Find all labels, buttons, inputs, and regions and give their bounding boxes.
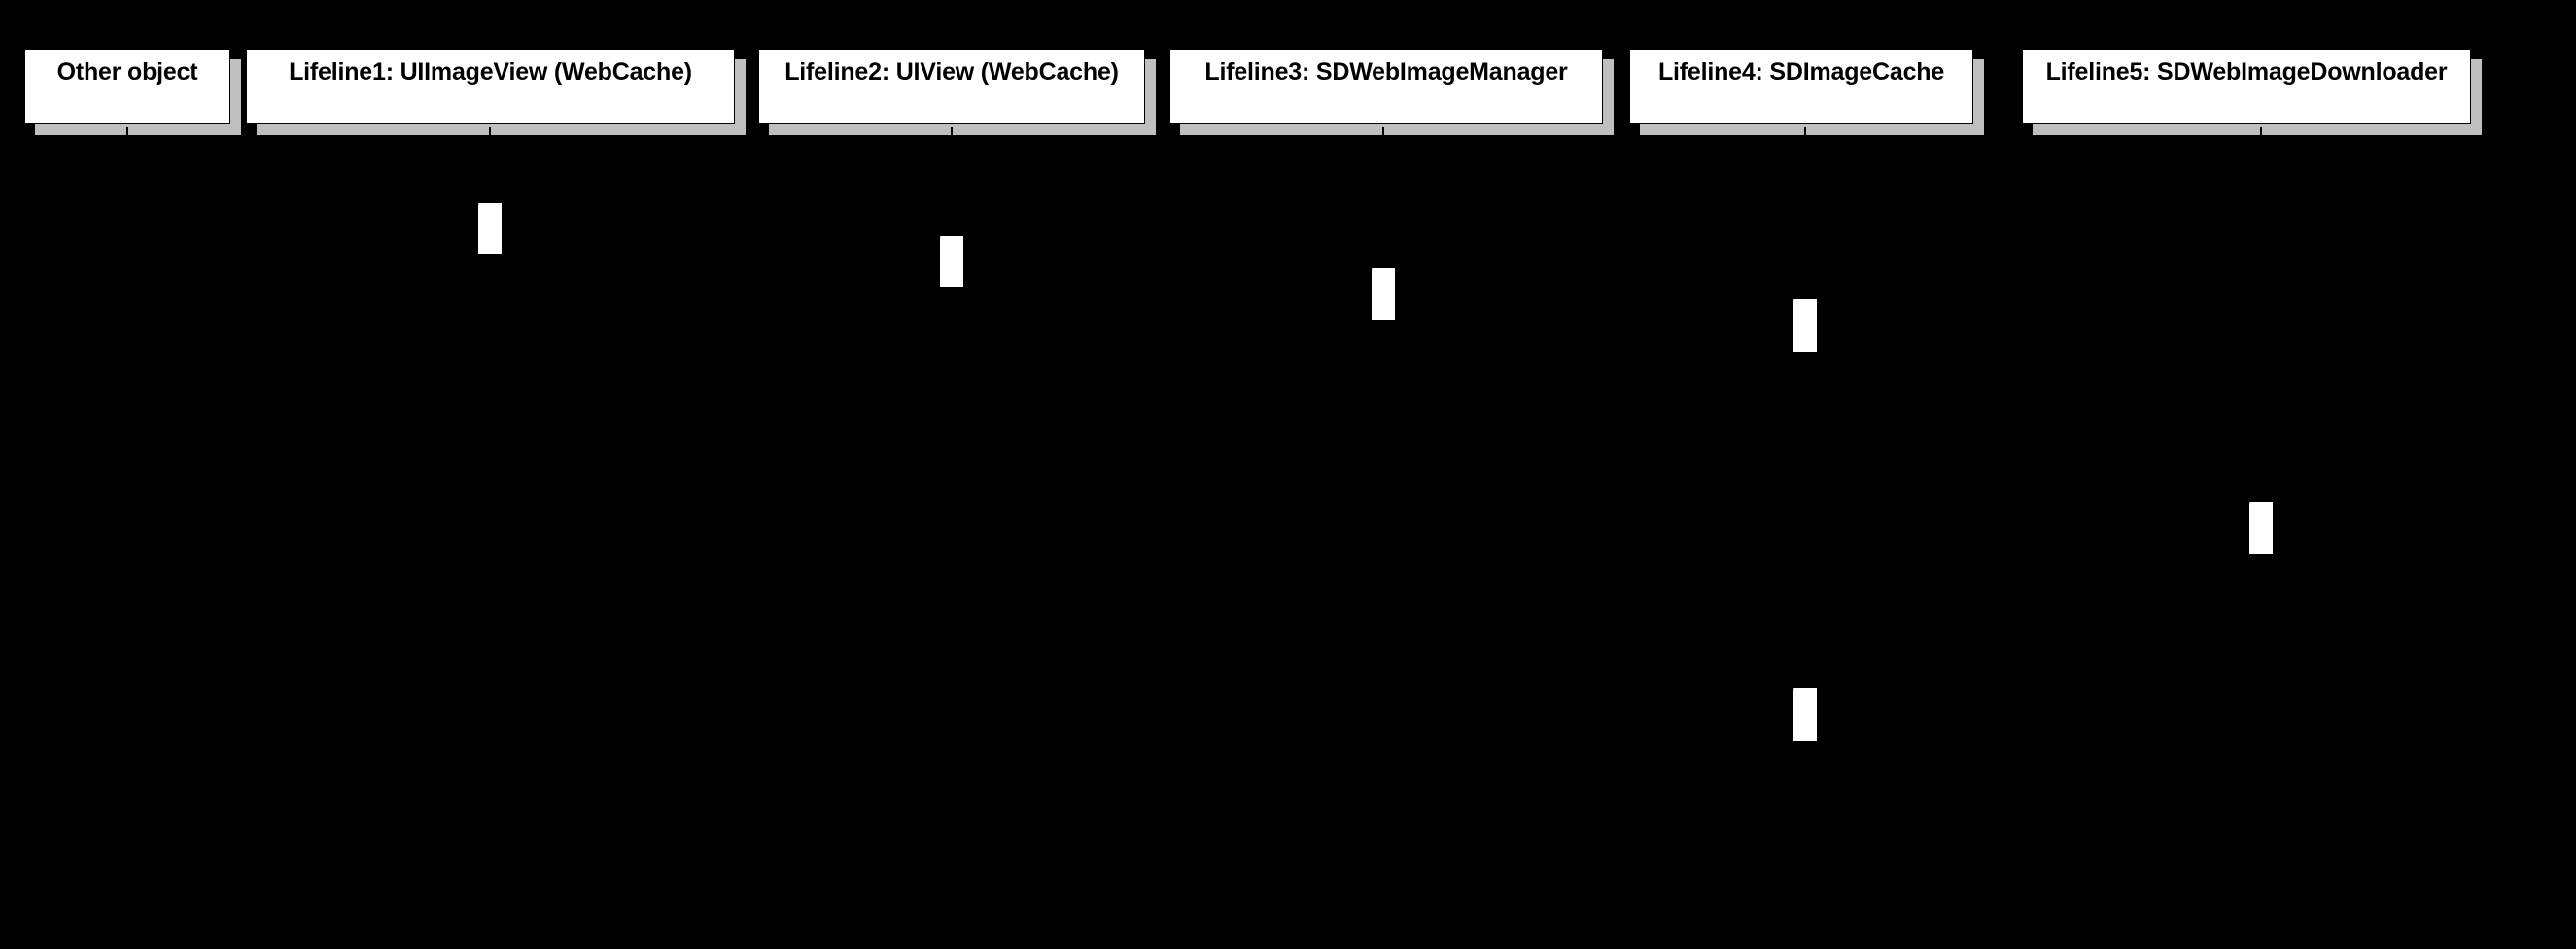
activation-bar[interactable] xyxy=(1793,688,1817,741)
message-label: 3: downloadImageWithURL:options:progress… xyxy=(977,243,1464,264)
lifeline-stem xyxy=(951,136,953,933)
arrow-head-icon xyxy=(1360,264,1373,275)
lifeline-header-label: Lifeline5: SDWebImageDownloader xyxy=(2045,58,2448,86)
message-label: 9: storeImage:recalculateFromImage:image… xyxy=(1409,663,1953,685)
message-arrow[interactable] xyxy=(1395,497,2250,509)
arrow-head-icon xyxy=(962,773,975,785)
lifeline-tick xyxy=(489,127,491,136)
activation-bar[interactable] xyxy=(1372,268,1395,320)
lifeline-header-label: Other object xyxy=(56,58,198,86)
activation-bar[interactable] xyxy=(2249,502,2273,554)
message-label: 8: completedBlock(image, data, error, fi… xyxy=(1497,570,1899,591)
arrow-head-icon xyxy=(467,198,479,210)
message-self-arrow[interactable] xyxy=(1817,347,1876,359)
message-return-arrow[interactable] xyxy=(962,773,1395,785)
message-return-arrow[interactable] xyxy=(126,880,478,892)
message-label: 2: setImageWithURL:placeholderImage:opti… xyxy=(515,211,1104,232)
message-label: 1: setImageWithURL:placeholderImage: xyxy=(141,178,486,199)
message-return-arrow[interactable] xyxy=(1394,404,1793,415)
message-arrow[interactable] xyxy=(963,264,1373,275)
message-arrow[interactable] xyxy=(1395,295,1794,306)
lifeline-tick xyxy=(126,127,128,136)
activation-bar[interactable] xyxy=(940,236,963,287)
message-label: 6: doneBlock(image, cacheType) xyxy=(1429,383,1713,404)
message-arrow[interactable] xyxy=(127,198,479,210)
message-label: 12: setNeedsLayout xyxy=(224,860,397,881)
message-return-arrow[interactable] xyxy=(1394,590,2249,602)
lifeline-header-label: Lifeline1: UIImageView (WebCache) xyxy=(289,58,692,86)
message-label: 10: completedBlock(image, error, cacheTy… xyxy=(977,753,1479,774)
lifeline-stem xyxy=(489,136,491,933)
lifeline-header-label: Lifeline3: SDWebImageManager xyxy=(1204,58,1568,86)
message-label: 5: imageFromMemoryCacheForKey: xyxy=(1830,327,2145,348)
arrow-head-icon xyxy=(1863,347,1876,359)
message-label: 11: setImage: xyxy=(642,811,758,832)
arrow-head-icon xyxy=(1782,684,1794,695)
lifeline-header-box[interactable]: Lifeline4: SDImageCache xyxy=(1629,49,1973,124)
lifeline-tick xyxy=(1804,127,1806,136)
lifeline-header-box[interactable]: Lifeline5: SDWebImageDownloader xyxy=(2022,49,2471,124)
lifeline-tick xyxy=(1382,127,1384,136)
arrow-head-icon xyxy=(1394,590,1407,602)
arrow-head-icon xyxy=(501,831,513,843)
lifeline-tick xyxy=(951,127,953,136)
message-arrow[interactable] xyxy=(502,231,941,243)
lifeline-header-label: Lifeline4: SDImageCache xyxy=(1657,58,1945,86)
message-return-arrow[interactable] xyxy=(501,831,940,843)
lifeline-stem xyxy=(1804,136,1806,933)
arrow-head-icon xyxy=(1394,404,1407,415)
lifeline-stem xyxy=(1382,136,1384,933)
lifeline-header-label: Lifeline2: UIView (WebCache) xyxy=(784,58,1119,86)
activation-bar[interactable] xyxy=(478,203,502,254)
lifeline-header-box[interactable]: Lifeline3: SDWebImageManager xyxy=(1169,49,1603,124)
activation-bar[interactable] xyxy=(1793,299,1817,352)
lifeline-header-box[interactable]: Other object xyxy=(24,49,230,124)
lifeline-header-box[interactable]: Lifeline1: UIImageView (WebCache) xyxy=(246,49,735,124)
arrow-head-icon xyxy=(2238,497,2250,509)
message-label: 4: queryDiskCacheForKey:done: xyxy=(1409,274,1690,296)
lifeline-tick xyxy=(2260,127,2262,136)
arrow-head-icon xyxy=(126,880,139,892)
message-label: 7: downloadImageWithURL:options:progress… xyxy=(1429,476,1916,498)
message-arrow[interactable] xyxy=(1395,684,1794,695)
lifeline-stem xyxy=(126,136,128,933)
lifeline-header-box[interactable]: Lifeline2: UIView (WebCache) xyxy=(758,49,1145,124)
arrow-head-icon xyxy=(928,231,941,243)
arrow-head-icon xyxy=(1782,295,1794,306)
